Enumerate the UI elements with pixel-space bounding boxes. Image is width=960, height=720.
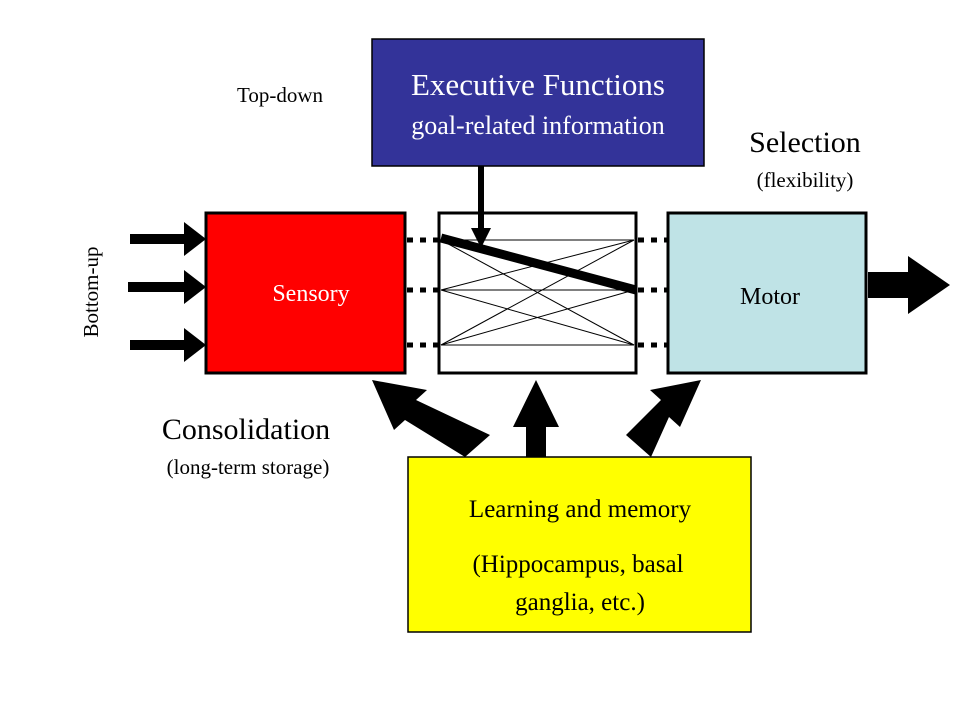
- top-down-arrow: [471, 166, 491, 248]
- selection-subtitle: (flexibility): [757, 168, 854, 192]
- input-arrow-2: [128, 270, 206, 304]
- selection-title: Selection: [749, 126, 861, 159]
- consolidation-arrows: [372, 380, 701, 457]
- consolidation-title: Consolidation: [162, 413, 330, 446]
- selected-pathway: [439, 233, 638, 295]
- executive-functions-subtitle: goal-related information: [411, 111, 664, 140]
- arrow-to-motor: [626, 380, 701, 457]
- consolidation-subtitle: (long-term storage): [167, 455, 330, 479]
- executive-functions-box: Executive Functions goal-related informa…: [371, 38, 705, 167]
- dotted-connectors-right: [638, 237, 668, 348]
- output-arrow: [868, 256, 950, 314]
- dotted-connectors-left: [407, 237, 440, 348]
- motor-label: Motor: [740, 284, 800, 310]
- executive-functions-title: Executive Functions: [411, 67, 665, 102]
- sensory-box: Sensory: [204, 211, 407, 375]
- learning-memory-box: Learning and memory (Hippocampus, basal …: [407, 456, 752, 633]
- learning-line3: ganglia, etc.): [515, 589, 645, 616]
- motor-box: Motor: [666, 211, 868, 375]
- arrow-to-switch: [513, 380, 559, 457]
- input-arrow-1: [130, 222, 206, 256]
- bottom-up-label: Bottom-up: [79, 246, 103, 337]
- input-arrows: [128, 222, 206, 362]
- learning-title: Learning and memory: [469, 496, 692, 523]
- input-arrow-3: [130, 328, 206, 362]
- arrow-to-sensory: [372, 380, 490, 457]
- switching-matrix-box: [437, 211, 638, 375]
- sensory-label: Sensory: [272, 281, 349, 307]
- top-down-label: Top-down: [237, 83, 324, 107]
- learning-line2: (Hippocampus, basal: [472, 551, 683, 578]
